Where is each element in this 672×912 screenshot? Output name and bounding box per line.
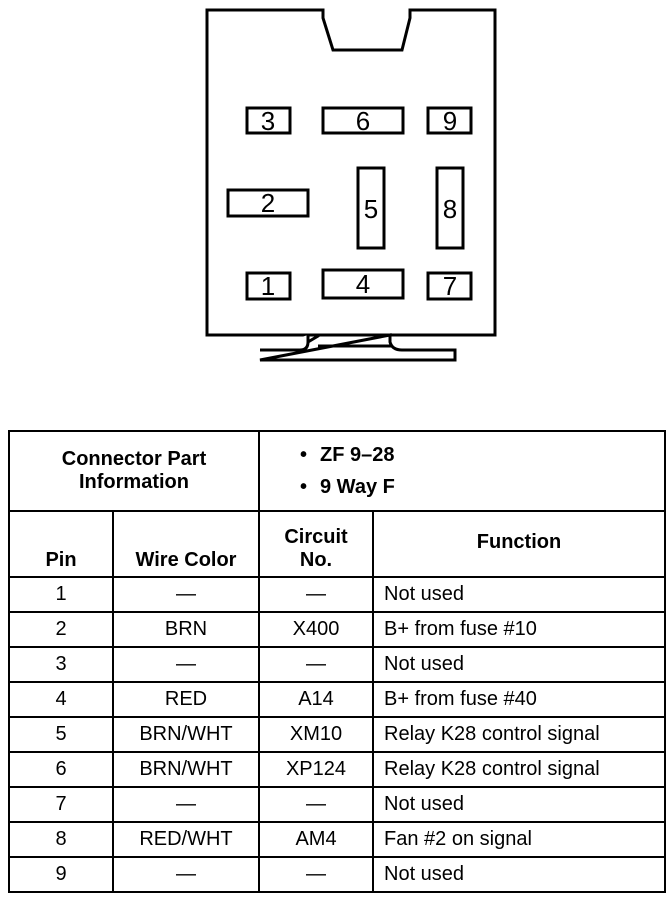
header-function: Function [372,510,666,578]
function-cell: Not used [372,576,666,613]
pin-cell: 8 [8,821,114,858]
pin-cell: 9 [8,856,114,893]
wire-color-cell: RED [112,681,260,718]
pin-cavity-2 [226,188,310,218]
function-cell: Not used [372,646,666,683]
pin-cavity-5 [356,166,386,250]
pin-cell: 5 [8,716,114,753]
wire-color-cell: — [112,646,260,683]
circuit-cell: — [258,576,374,613]
circuit-cell: — [258,646,374,683]
pin-cavity-7 [426,271,473,301]
circuit-cell: — [258,856,374,893]
pin-cavity-4 [321,268,405,300]
pin-number-2: 2 [261,188,275,218]
wire-color-cell: RED/WHT [112,821,260,858]
pin-cell: 4 [8,681,114,718]
circuit-cell: XP124 [258,751,374,788]
pin-cell: 3 [8,646,114,683]
function-cell: Not used [372,786,666,823]
function-cell: Relay K28 control signal [372,751,666,788]
circuit-cell: X400 [258,611,374,648]
function-cell: B+ from fuse #10 [372,611,666,648]
pin-number-5: 5 [364,194,378,224]
pin-cavity-3 [245,106,292,135]
part-info-label-line2: Information [79,471,189,493]
function-cell: B+ from fuse #40 [372,681,666,718]
function-cell: Not used [372,856,666,893]
connector-diagram: 3 6 9 2 5 8 1 4 7 [205,8,497,362]
wire-color-cell: — [112,576,260,613]
circuit-cell: A14 [258,681,374,718]
pin-cell: 7 [8,786,114,823]
bullet-icon: • [300,476,308,498]
part-info-values: • ZF 9–28 • 9 Way F [258,430,666,512]
part-info-value: • 9 Way F [300,471,664,503]
part-info-row: Connector Part Information • ZF 9–28 • 9 Wa… [8,430,666,512]
table-row: 9——Not used [8,856,666,893]
header-pin: Pin [8,510,114,578]
pin-number-7: 7 [443,271,457,301]
pin-cell: 2 [8,611,114,648]
pin-cavity-9 [426,106,473,135]
function-cell: Relay K28 control signal [372,716,666,753]
header-circuit-line2: No. [299,549,333,571]
pin-number-6: 6 [356,106,370,136]
bullet-icon: • [300,444,308,466]
pin-cavity-6 [321,106,405,135]
header-wire-color: Wire Color [112,510,260,578]
pin-cell: 6 [8,751,114,788]
part-info-value-text: 9 Way F [320,476,395,498]
part-info-label-line1: Connector Part [61,448,207,470]
table-row: 7——Not used [8,786,666,823]
wire-color-cell: BRN/WHT [112,751,260,788]
pin-number-3: 3 [261,106,275,136]
circuit-cell: — [258,786,374,823]
table-row: 1——Not used [8,576,666,613]
pin-number-1: 1 [261,271,275,301]
table-row: 3——Not used [8,646,666,683]
part-info-value-text: ZF 9–28 [320,444,395,466]
function-cell: Fan #2 on signal [372,821,666,858]
wire-color-cell: — [112,786,260,823]
wire-color-cell: BRN [112,611,260,648]
pin-number-9: 9 [443,106,457,136]
header-circuit-no: Circuit No. [258,510,374,578]
pin-cavity-8 [435,166,465,250]
pin-cell: 1 [8,576,114,613]
header-circuit-line1: Circuit [284,526,348,548]
connector-housing [205,8,497,337]
pin-cavity-1 [245,271,292,301]
pin-number-8: 8 [443,194,457,224]
connector-pin-table: Connector Part Information • ZF 9–28 • 9 Wa… [8,430,666,893]
circuit-cell: AM4 [258,821,374,858]
part-info-label: Connector Part Information [8,430,260,512]
part-info-value: • ZF 9–28 [300,439,664,471]
wire-color-cell: — [112,856,260,893]
pin-number-4: 4 [356,269,370,299]
circuit-cell: XM10 [258,716,374,753]
table-header-row: Pin Wire Color Circuit No. Function [8,510,666,578]
wire-color-cell: BRN/WHT [112,716,260,753]
